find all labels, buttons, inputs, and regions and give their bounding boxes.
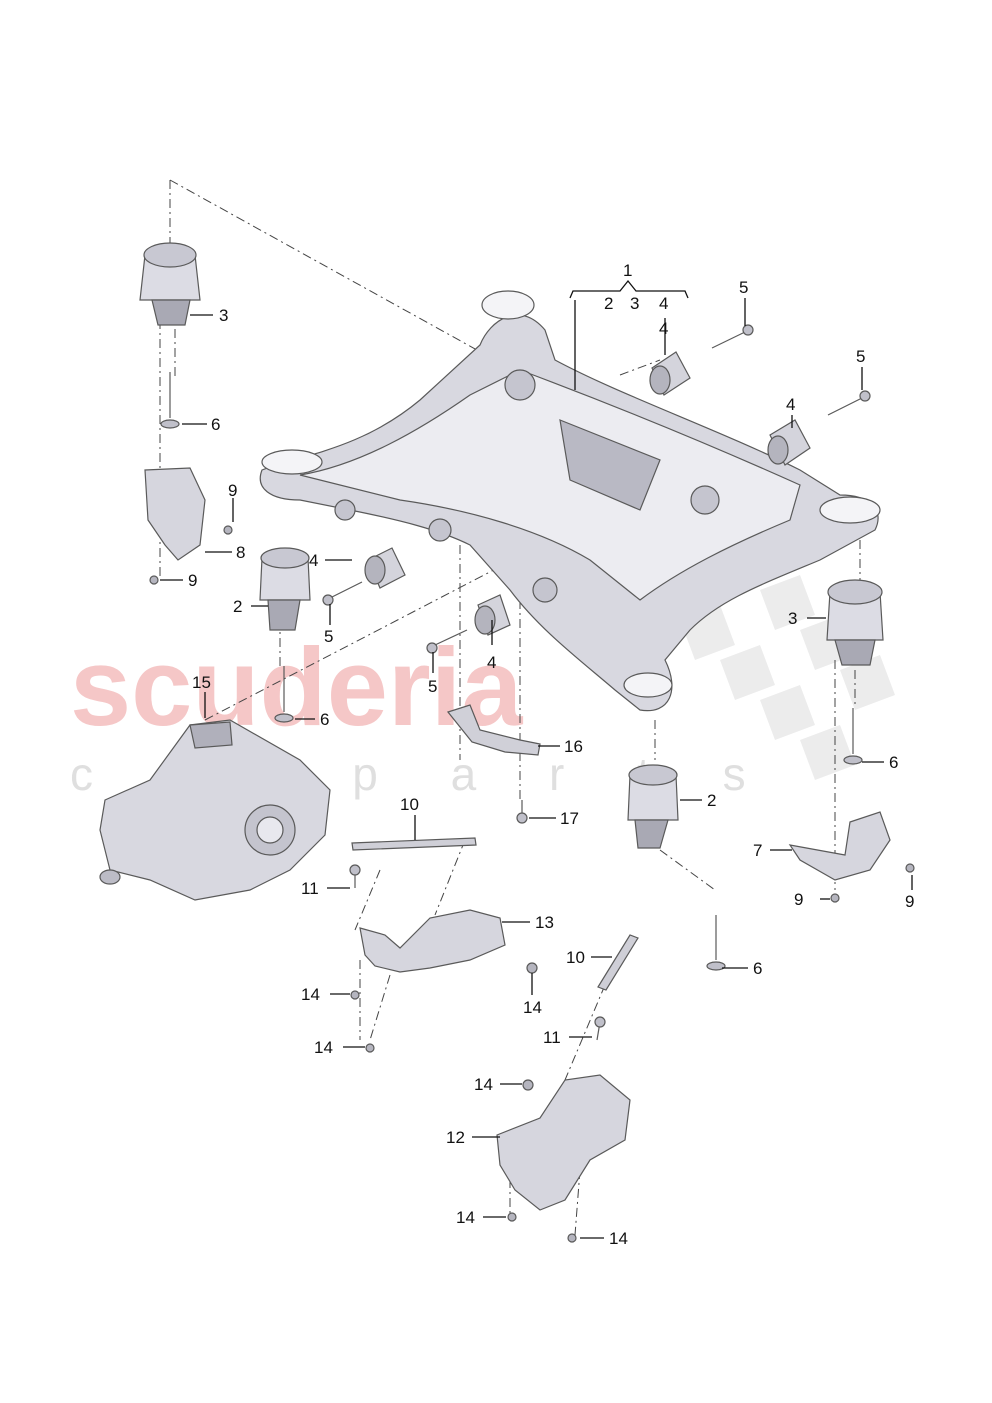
callout-5-right: 5 [856, 347, 865, 366]
bracket-8 [144, 467, 206, 561]
callout-9-left-top: 9 [228, 481, 237, 500]
callout-12: 12 [446, 1128, 465, 1147]
final-drive-15 [99, 719, 331, 901]
callout-9-right-a: 9 [905, 892, 914, 911]
callout-4-top: 4 [659, 319, 668, 338]
bolt-6-right [843, 708, 863, 765]
callout-14-f: 14 [609, 1229, 628, 1248]
bolt-6-mid [274, 666, 294, 723]
callout-2-right: 2 [707, 791, 716, 810]
callout-7: 7 [753, 841, 762, 860]
callout-1-sub-2: 2 [604, 294, 613, 313]
callout-1-sub-3: 3 [630, 294, 639, 313]
bolt-5-left [322, 581, 363, 606]
leader-lines [160, 279, 913, 1239]
watermark-brand: scuderia [70, 626, 523, 749]
callout-14-d: 14 [474, 1075, 493, 1094]
callout-6-right: 6 [889, 753, 898, 772]
subframe-mount-bushing-2-right [627, 764, 679, 849]
callout-5-top: 5 [739, 278, 748, 297]
callout-9-right-b: 9 [794, 890, 803, 909]
subframe-mount-bushing-3-left [139, 242, 201, 326]
bushing-4-top [649, 351, 691, 396]
callout-5-left: 5 [324, 627, 333, 646]
bushing-4-center [474, 594, 511, 636]
callout-10-right: 10 [566, 948, 585, 967]
bolt-17 [516, 800, 528, 824]
nuts-9 [149, 525, 915, 903]
callout-3-left: 3 [219, 306, 228, 325]
callout-6-bottom: 6 [753, 959, 762, 978]
callout-17: 17 [560, 809, 579, 828]
callout-15: 15 [192, 673, 211, 692]
bolt-11-left [349, 864, 361, 888]
callout-3-right: 3 [788, 609, 797, 628]
bolt-5-top [711, 324, 754, 349]
bolt-6-bottom [706, 915, 726, 971]
callout-1: 1 [623, 261, 632, 280]
callout-4-right: 4 [786, 395, 795, 414]
callout-9-left-bottom: 9 [188, 571, 197, 590]
callout-11-right: 11 [543, 1028, 561, 1047]
bolt-6-left [160, 372, 180, 429]
callout-14-a: 14 [523, 998, 542, 1017]
bolt-5-right [827, 390, 871, 416]
bracket-7 [788, 811, 891, 881]
fasteners-14 [350, 962, 577, 1243]
callout-2-left: 2 [233, 597, 242, 616]
callout-8: 8 [236, 543, 245, 562]
heat-shield-13 [359, 909, 506, 973]
heat-shield-12 [496, 1074, 631, 1211]
callout-6-left: 6 [211, 415, 220, 434]
strap-10-left [351, 837, 477, 851]
bushing-4-left [364, 547, 406, 589]
callout-6-mid: 6 [320, 710, 329, 729]
callout-14-b: 14 [301, 985, 320, 1004]
callout-14-c: 14 [314, 1038, 333, 1057]
strap-10-right [597, 934, 639, 991]
callout-16: 16 [564, 737, 583, 756]
callout-4-center: 4 [487, 653, 496, 672]
subframe-mount-bushing-3-right [826, 579, 884, 666]
callout-labels: 1 2 3 4 3 6 9 8 9 2 4 5 6 5 4 5 4 4 5 3 … [188, 261, 914, 1248]
callout-10-left: 10 [400, 795, 419, 814]
checkered-flag-watermark [680, 575, 895, 780]
callout-11-left: 11 [301, 879, 319, 898]
bolt-5-center [426, 629, 468, 654]
callout-14-e: 14 [456, 1208, 475, 1227]
rear-axle-subframe-part [259, 290, 881, 712]
bolt-11-right [594, 1016, 606, 1041]
callout-5-center: 5 [428, 677, 437, 696]
callout-4-left: 4 [309, 551, 318, 570]
callout-1-sub-4: 4 [659, 294, 668, 313]
bushing-4-right [767, 419, 811, 466]
callout-13: 13 [535, 913, 554, 932]
subframe-mount-bushing-2-left [259, 547, 311, 631]
arm-16 [446, 704, 541, 756]
